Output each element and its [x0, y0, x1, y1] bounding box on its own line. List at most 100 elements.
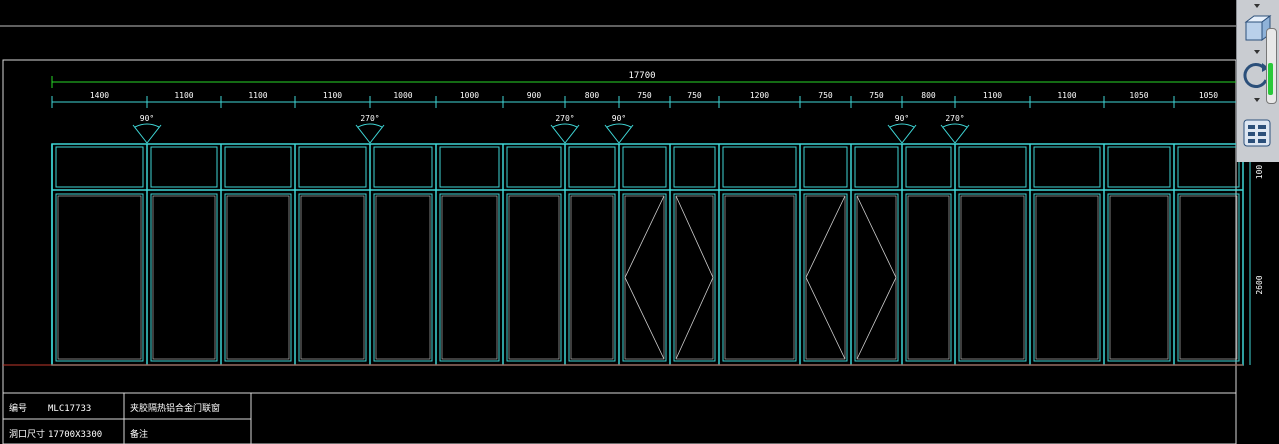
note-value: 备注	[130, 428, 148, 440]
transom-sash	[568, 146, 616, 188]
lower-sash	[803, 193, 848, 362]
outer-frame	[51, 143, 1244, 366]
code-label: 编号	[9, 402, 27, 414]
glass-pane	[441, 195, 498, 360]
panel-width-label: 1400	[90, 91, 109, 100]
swing-angle-label: 270°	[360, 114, 379, 123]
swing-leg	[355, 124, 371, 144]
lower-sash	[373, 193, 433, 362]
swing-leg	[887, 124, 903, 144]
transom-sash	[803, 146, 848, 188]
drawing-border	[2, 59, 1237, 444]
lower-sash	[673, 193, 716, 362]
panel-width-label: 800	[921, 91, 936, 100]
lower-sash	[1177, 193, 1240, 362]
panel-width-label: 1100	[323, 91, 342, 100]
swing-angle-label: 90°	[140, 114, 154, 123]
lower-sash	[958, 193, 1027, 362]
glass-pane	[570, 195, 614, 360]
transom-sash	[150, 146, 218, 188]
swing-leg	[604, 124, 620, 144]
overall-dimension: 17700	[51, 71, 1243, 88]
side-dimensions: 100 2600	[1249, 144, 1264, 365]
swing-arc	[942, 123, 968, 128]
swing-angle-label: 90°	[612, 114, 626, 123]
glass-pane	[724, 195, 795, 360]
glass-pane	[57, 195, 142, 360]
glass-pane	[907, 195, 950, 360]
transom-sash	[854, 146, 899, 188]
door-swing-indicator	[856, 195, 897, 360]
view-cube-icon[interactable]	[1242, 12, 1272, 46]
glass-pane	[960, 195, 1025, 360]
door-swing-indicator	[624, 195, 665, 360]
lower-sash	[1033, 193, 1101, 362]
transom-sash	[439, 146, 500, 188]
lower-sash	[722, 193, 797, 362]
size-value: 17700X3300	[48, 430, 102, 440]
size-label: 洞口尺寸	[9, 428, 45, 440]
transom-sash	[905, 146, 952, 188]
panel-width-label: 750	[637, 91, 652, 100]
transom-sash	[55, 146, 144, 188]
swing-arc	[552, 123, 578, 128]
code-value: MLC17733	[48, 404, 91, 414]
glass-pane	[1109, 195, 1169, 360]
panel-width-label: 1050	[1199, 91, 1218, 100]
orbit-icon[interactable]	[1242, 60, 1272, 94]
panel-width-label: 1100	[248, 91, 267, 100]
panel-width-label: 800	[585, 91, 600, 100]
glass-pane	[508, 195, 560, 360]
glass-pane	[856, 195, 897, 360]
panel-width-label: 1100	[983, 91, 1002, 100]
zoom-slider[interactable]	[1266, 28, 1277, 104]
transom-sash	[224, 146, 292, 188]
side-dim-bottom: 2600	[1255, 275, 1264, 294]
lower-sash	[298, 193, 367, 362]
lower-sash	[622, 193, 667, 362]
panel-width-label: 1000	[393, 91, 412, 100]
swing-leg	[132, 124, 148, 144]
dropdown-arrow-icon[interactable]	[1242, 48, 1272, 56]
swing-leg	[901, 124, 917, 144]
dropdown-arrow-icon[interactable]	[1242, 96, 1272, 104]
swing-leg	[369, 124, 385, 144]
name-value: 夹胶隔热铝合金门联窗	[130, 402, 220, 414]
panel-width-label: 1100	[1057, 91, 1076, 100]
overall-dimension-label: 17700	[628, 71, 655, 81]
title-block: 编号 MLC17733 夹胶隔热铝合金门联窗 洞口尺寸 17700X3300 备…	[3, 392, 1236, 444]
swing-arc	[606, 123, 632, 128]
swing-leg	[146, 124, 162, 144]
glass-pane	[1179, 195, 1238, 360]
swing-markers: 90°270°270°90°90°270°	[132, 114, 970, 144]
swing-leg	[618, 124, 634, 144]
panel-width-label: 1050	[1129, 91, 1148, 100]
swing-arc	[357, 123, 383, 128]
navigation-bar[interactable]	[1236, 0, 1279, 162]
glass-pane	[1035, 195, 1099, 360]
swing-leg	[940, 124, 956, 144]
panel-width-label: 900	[527, 91, 542, 100]
swing-arc	[889, 123, 915, 128]
swing-leg	[954, 124, 970, 144]
lower-sash	[854, 193, 899, 362]
glass-pane	[226, 195, 290, 360]
lower-sash	[55, 193, 144, 362]
swing-leg	[550, 124, 566, 144]
glass-pane	[300, 195, 365, 360]
lower-sash	[1107, 193, 1171, 362]
pan-down-arrow-icon[interactable]	[1242, 2, 1272, 10]
lower-sash	[568, 193, 616, 362]
steering-wheel-icon[interactable]	[1242, 118, 1272, 148]
transom-sash	[506, 146, 562, 188]
zoom-slider-thumb[interactable]	[1268, 63, 1273, 95]
glass-pane	[375, 195, 431, 360]
swing-angle-label: 90°	[895, 114, 909, 123]
transom-sash	[1107, 146, 1171, 188]
glass-pane	[805, 195, 846, 360]
transom-sash	[958, 146, 1027, 188]
window-elevation	[51, 143, 1244, 366]
lower-sash	[439, 193, 500, 362]
